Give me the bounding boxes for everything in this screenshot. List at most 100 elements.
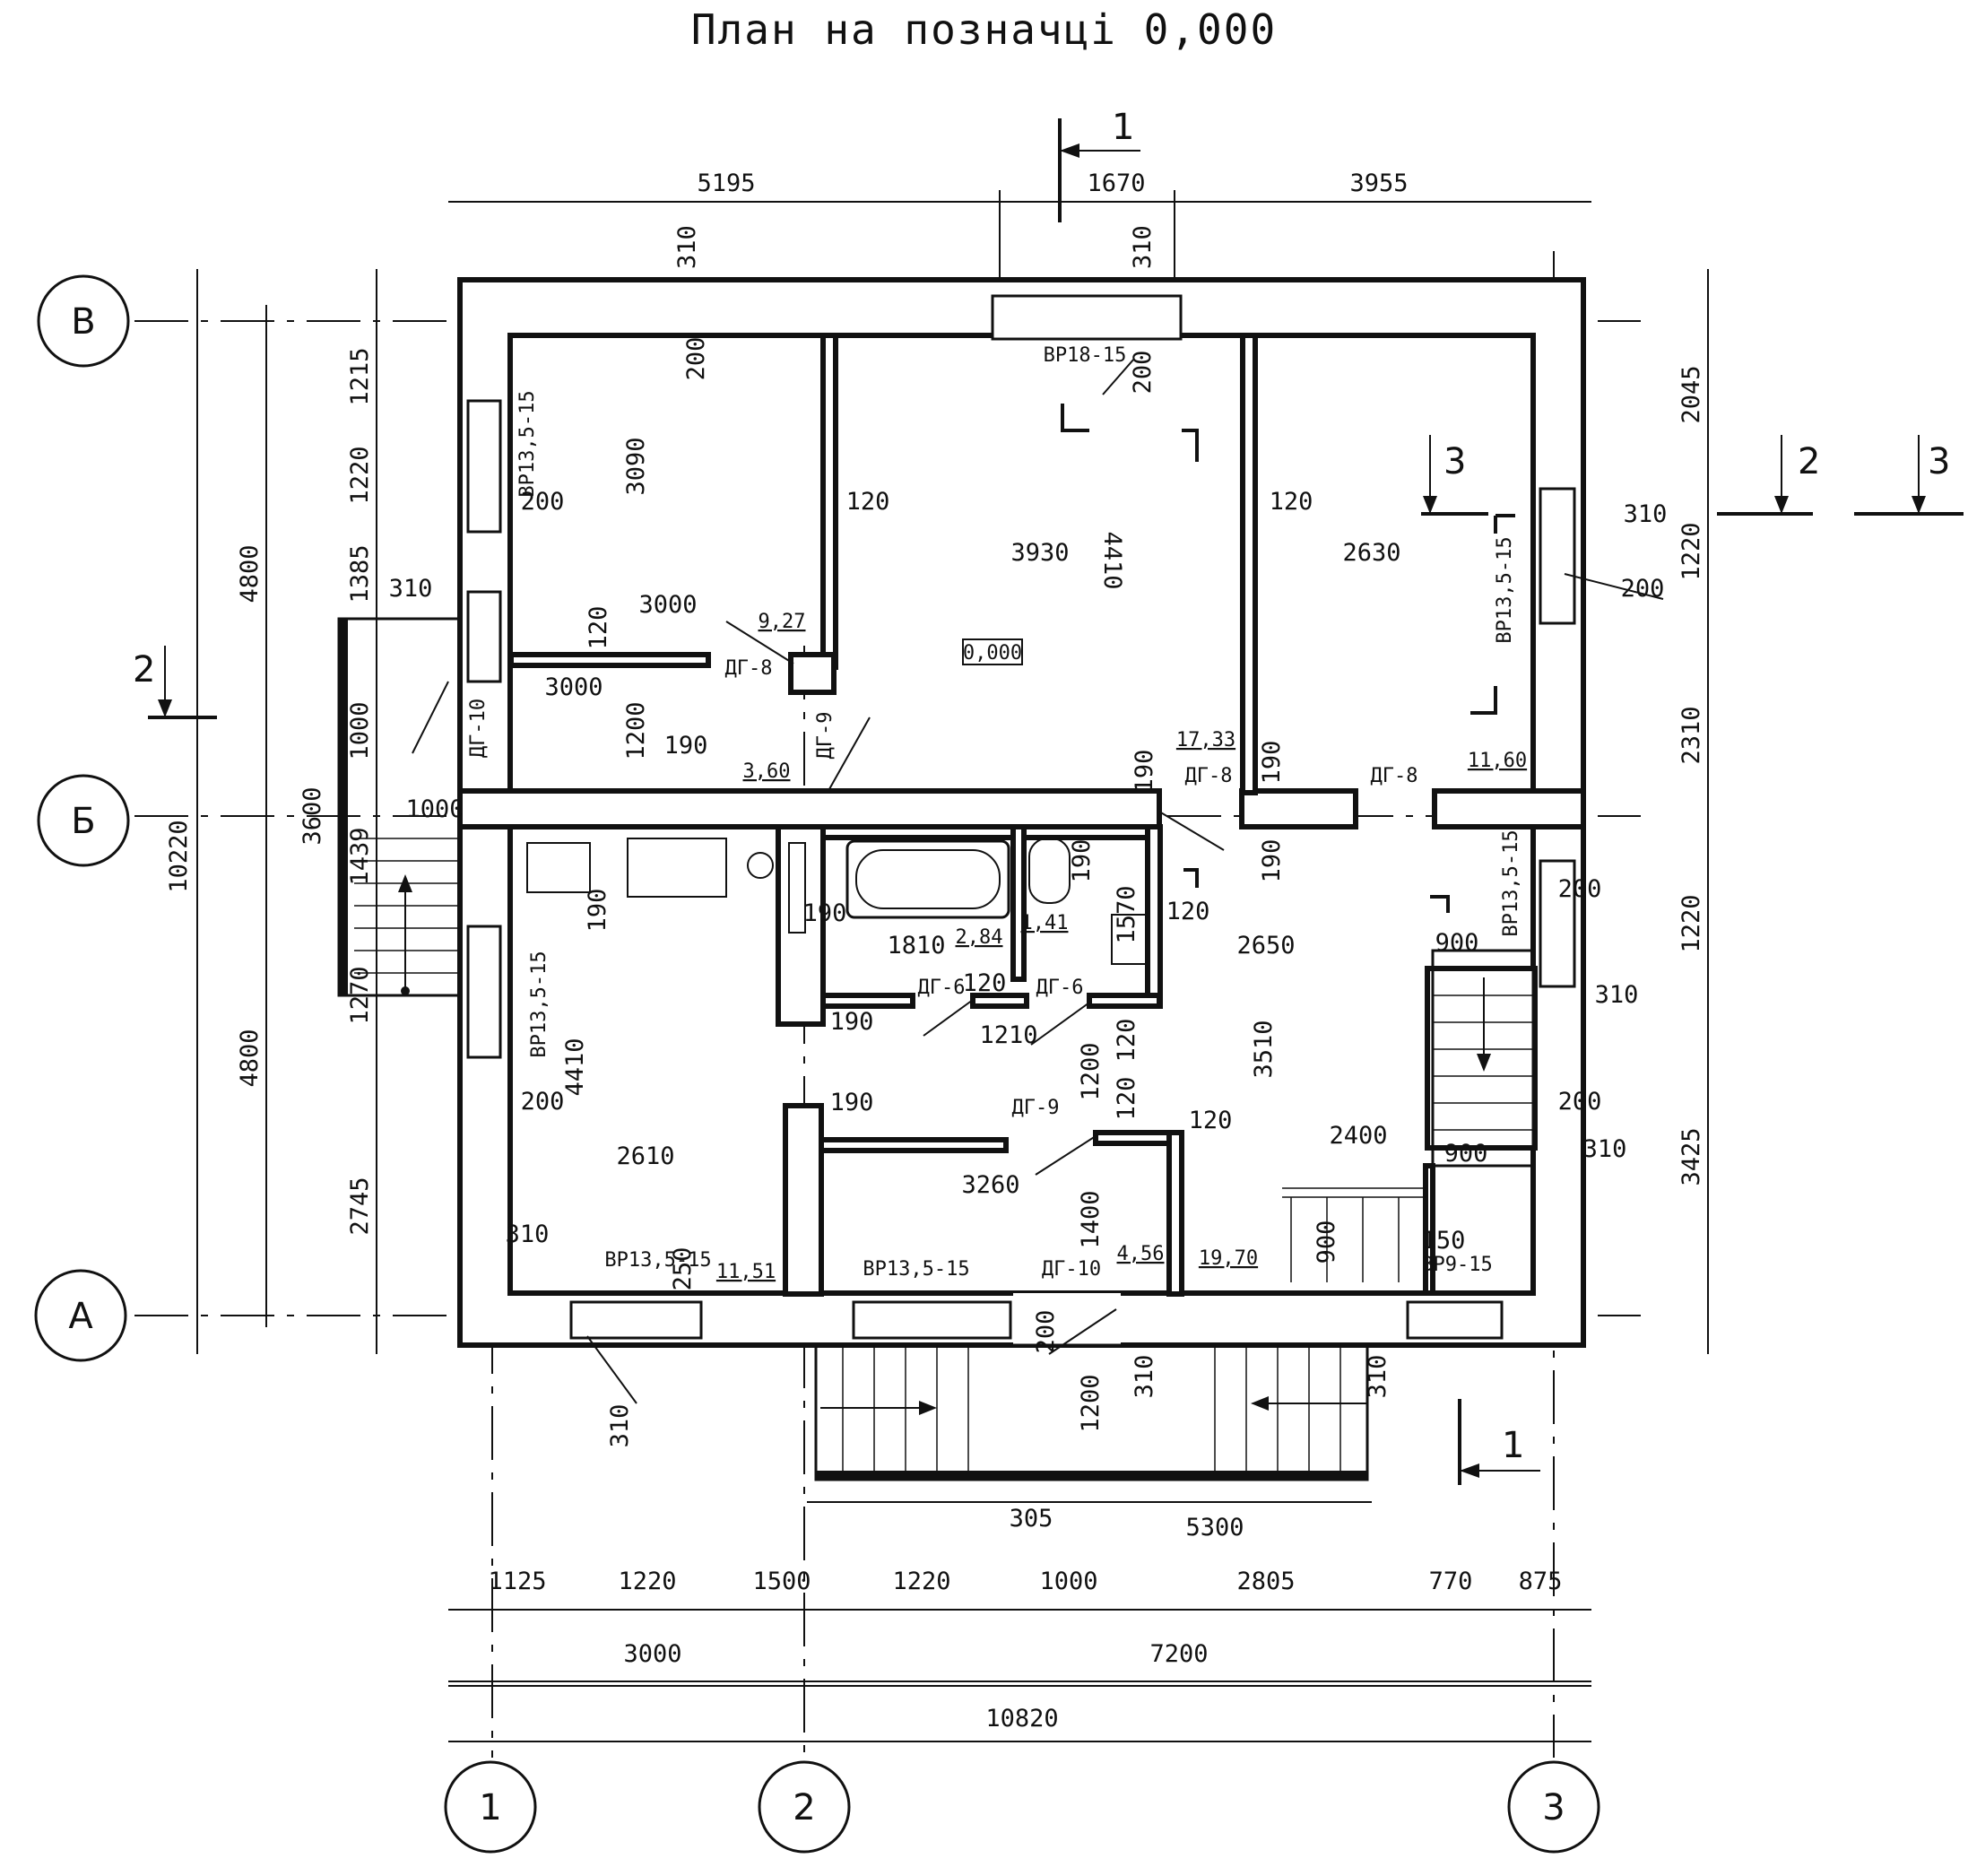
axis-bubble-col-3 (1507, 1760, 1600, 1854)
area-2-84: 2,84 (956, 926, 1003, 949)
mark-190-e: 190 (1068, 839, 1096, 883)
dim-bottom-1000: 1000 (1039, 1568, 1097, 1595)
dim-1400: 1400 (1077, 1190, 1105, 1248)
tag-vr13-5-15-b: ВР13,5-15 (1494, 536, 1516, 643)
dimension-lines (196, 190, 1709, 1742)
dim-2610: 2610 (616, 1142, 674, 1170)
mark-200-f: 200 (1558, 1088, 1602, 1116)
level-0-000: 0,000 (963, 642, 1022, 664)
dim-3000-b: 3000 (544, 673, 603, 701)
dim-left-3600: 3600 (299, 786, 326, 845)
section-2-left-label: 2 (133, 649, 155, 690)
mark-190-g: 190 (803, 899, 847, 927)
tag-dg10-a: ДГ-10 (467, 699, 490, 758)
mark-120-f: 120 (1113, 1019, 1140, 1063)
dim-3930: 3930 (1010, 539, 1069, 567)
dim-bottom-1125: 1125 (488, 1568, 546, 1595)
axis-label-row-a: А (68, 1296, 93, 1337)
mark-310-f: 310 (606, 1404, 634, 1448)
dim-3260: 3260 (961, 1171, 1019, 1199)
axis-label-col-1: 1 (479, 1787, 501, 1828)
dim-right-2045: 2045 (1678, 365, 1705, 423)
area-19-70: 19,70 (1199, 1247, 1258, 1270)
dim-3510: 3510 (1250, 1020, 1278, 1078)
dim-top-1670: 1670 (1087, 169, 1145, 197)
dim-1200-a: 1200 (622, 701, 650, 760)
tag-dg9-a: ДГ-9 (814, 712, 837, 760)
dim-left-1439: 1439 (346, 827, 374, 885)
leaders (412, 358, 1664, 1404)
mark-310-e: 310 (506, 1220, 550, 1248)
bottom-dimensions: 1125 1220 1500 1220 1000 2805 770 875 30… (488, 1505, 1562, 1733)
section-1-top-label: 1 (1112, 107, 1134, 148)
mark-310-c: 310 (1595, 981, 1639, 1009)
mark-120-g: 120 (1113, 1077, 1140, 1121)
dim-right-1220-top: 1220 (1678, 522, 1705, 580)
dim-left-lower: 4800 (236, 1029, 264, 1087)
mark-190-b: 190 (1131, 750, 1158, 794)
axis-bubble-row-v (37, 274, 130, 368)
kitchen-counter (627, 838, 727, 898)
tag-vr13-5-15-e: ВР13,5-15 (604, 1249, 711, 1272)
tag-vr13-5-15-d: ВР13,5-15 (528, 951, 551, 1057)
mark-190-f: 190 (1258, 839, 1286, 883)
area-11-60: 11,60 (1468, 750, 1527, 772)
dim-left-1385: 1385 (346, 544, 374, 603)
top-dimensions: 5195 1670 3955 310 310 (673, 169, 1409, 269)
dim-left-1220: 1220 (346, 446, 374, 504)
dim-1200-b: 1200 (1077, 1042, 1105, 1100)
interior-dimensions: 3090 3000 3000 3930 4410 2630 1200 1000 … (405, 437, 1487, 1432)
tag-dg8-a: ДГ-8 (725, 657, 773, 680)
dim-top-310-left: 310 (673, 225, 701, 269)
mark-310-g: 310 (1131, 1355, 1158, 1399)
dim-right-2310: 2310 (1678, 706, 1705, 764)
axis-label-col-3: 3 (1542, 1787, 1565, 1828)
dim-1210: 1210 (979, 1021, 1037, 1049)
section-1-bottom-label: 1 (1502, 1425, 1524, 1466)
exterior-walls (457, 277, 1586, 1348)
stairs (337, 617, 1535, 1481)
area-4-56: 4,56 (1117, 1243, 1165, 1265)
dim-bottom-1500: 1500 (752, 1568, 811, 1595)
dim-4410-a: 4410 (1098, 531, 1126, 589)
dim-2630: 2630 (1342, 539, 1400, 567)
dim-porch-5300: 5300 (1185, 1514, 1244, 1542)
area-1-41: 1,41 (1021, 912, 1069, 934)
dim-bottom-1220-b: 1220 (892, 1568, 950, 1595)
tag-dg8-c: ДГ-8 (1371, 765, 1418, 787)
dim-1570: 1570 (1113, 885, 1140, 943)
mark-310-d: 310 (1583, 1135, 1627, 1163)
dim-3000-a: 3000 (638, 591, 697, 619)
dim-top-310-right: 310 (1129, 225, 1157, 269)
axis-bubble-row-b (37, 774, 130, 867)
dim-bottom-3000: 3000 (623, 1640, 681, 1668)
dim-left-overall: 10220 (165, 820, 193, 892)
tag-vr13-5-15-a: ВР13,5-15 (516, 390, 539, 497)
mark-200-h: 200 (1032, 1310, 1060, 1354)
toilet (1028, 838, 1071, 904)
dim-bottom-2805: 2805 (1236, 1568, 1295, 1595)
mark-120-a: 120 (846, 488, 890, 516)
area-17-33: 17,33 (1176, 729, 1235, 751)
axis-label-row-b: Б (71, 801, 95, 842)
dim-left-1000: 1000 (346, 701, 374, 760)
tag-dg6-b: ДГ-6 (1036, 977, 1084, 999)
dim-left-1215: 1215 (346, 347, 374, 405)
interior-walls (457, 333, 1586, 1297)
mark-120-h: 120 (1189, 1107, 1233, 1134)
axis-bubble-col-2 (758, 1760, 851, 1854)
mark-190-a: 190 (664, 732, 708, 760)
dim-3090: 3090 (622, 437, 650, 495)
left-dimensions: 10220 4800 4800 1215 1220 1385 3600 1000… (165, 347, 374, 1235)
dim-1000: 1000 (405, 795, 464, 823)
mark-190-d: 190 (584, 889, 611, 933)
right-dimensions: 2045 1220 2310 1220 3425 (1678, 365, 1705, 1186)
kitchen-sink (526, 842, 591, 893)
mark-190-h: 190 (830, 1008, 874, 1036)
tag-vr18-15: ВР18-15 (1044, 344, 1127, 367)
mark-120-c: 120 (585, 606, 612, 650)
opening-tags: ВР18-15 ВР13,5-15 ВР13,5-15 ВР13,5-15 ВР… (467, 344, 1522, 1281)
plan-title: План на позначці 0,000 (690, 5, 1278, 54)
dim-1810: 1810 (887, 932, 945, 960)
dim-bottom-875: 875 (1519, 1568, 1563, 1595)
